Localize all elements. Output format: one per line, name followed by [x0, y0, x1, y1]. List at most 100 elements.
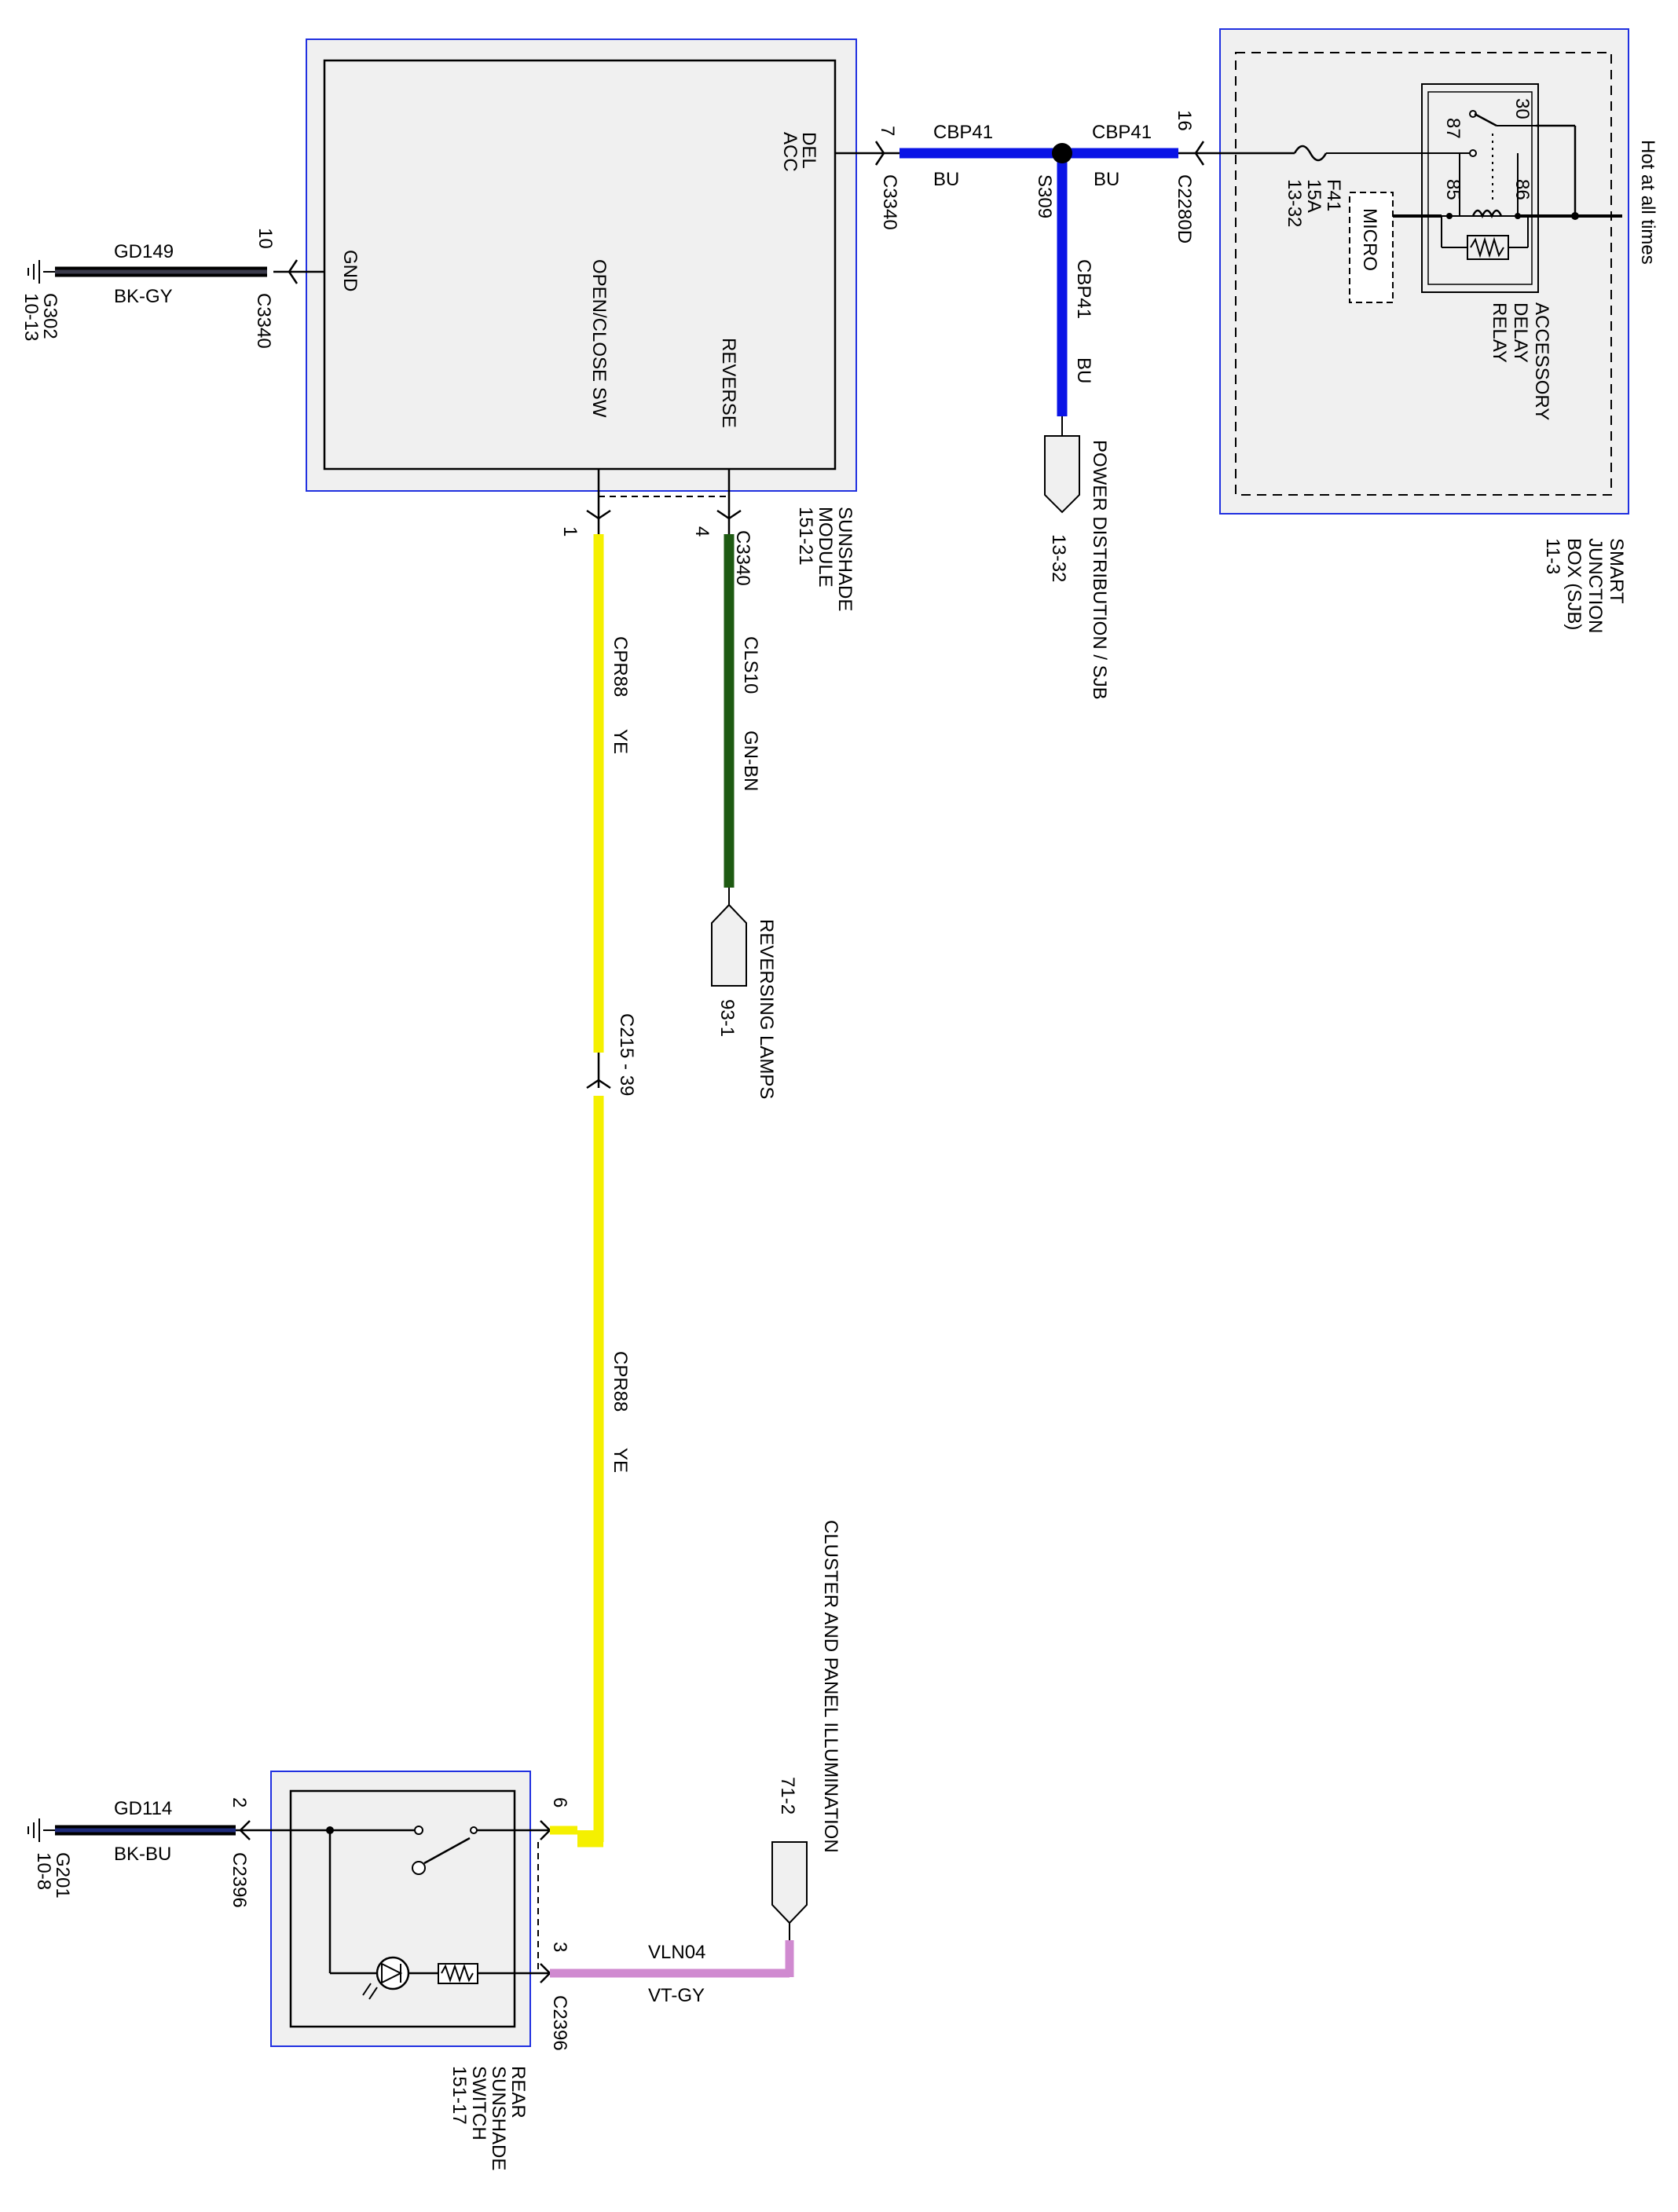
- cpr88-upper-color: YE: [610, 729, 631, 754]
- sjb-name-4: 11-3: [1542, 538, 1563, 574]
- cluster-label: CLUSTER AND PANEL ILLUMINATION: [820, 1520, 841, 1853]
- reversing-lamps-ref: 93-1: [716, 999, 738, 1037]
- c3340-pin1-connector: [586, 509, 611, 520]
- power-dist-ref: 13-32: [1048, 534, 1069, 582]
- g201-name: G201: [52, 1852, 73, 1899]
- illumination-wire: [550, 1841, 808, 1978]
- relay-pin-86: 86: [1511, 179, 1533, 200]
- c2280d-connector: [1194, 141, 1205, 166]
- c3340-pin7-connector: [874, 141, 885, 166]
- c3340-pin4: 4: [691, 526, 713, 537]
- module-name-3: 151-21: [795, 507, 816, 566]
- relay-resistor-icon: [1470, 236, 1504, 258]
- module-open-close: OPEN/CLOSE SW: [588, 259, 610, 418]
- c2280d-label: C2280D: [1174, 174, 1195, 244]
- cbp41-right-circuit: CBP41: [1092, 122, 1152, 143]
- cbp41-down-circuit: CBP41: [1073, 259, 1094, 319]
- led-triangle: [381, 1962, 403, 1984]
- sunshade-module: [306, 38, 857, 497]
- sjb-dashed-inner: [1235, 52, 1612, 496]
- rear-switch-name-1: REAR: [507, 2066, 529, 2119]
- power-distribution-connector-icon: [1044, 435, 1080, 514]
- relay-switch-arm: [1474, 112, 1497, 127]
- power-dist-label: POWER DISTRIBUTION / SJB: [1089, 440, 1110, 700]
- fuse-label-1: F41: [1323, 179, 1344, 211]
- sw-arm: [423, 1837, 471, 1865]
- module-name-2: MODULE: [815, 507, 836, 588]
- sw-contact3: [470, 1826, 478, 1834]
- cls10-circuit: CLS10: [740, 636, 761, 694]
- hot-label: Hot at all times: [1637, 140, 1658, 265]
- cpr88-lower-circuit: CPR88: [610, 1351, 631, 1412]
- c3340-pin1: 1: [559, 526, 581, 537]
- c3340-rev: C3340: [732, 530, 753, 586]
- labels: SMART JUNCTION BOX (SJB) 11-3 ACCESSORY …: [20, 98, 1658, 2170]
- gd114-color: BK-BU: [114, 1844, 171, 1865]
- c3340-gnd: C3340: [253, 293, 274, 349]
- sunshade-module-inner: [323, 59, 837, 471]
- micro-box: [1349, 192, 1394, 303]
- module-name-1: SUNSHADE: [834, 507, 855, 611]
- relay-coil-icon: [1471, 209, 1503, 219]
- relay-inner: [1427, 91, 1533, 285]
- cpr88-lower-color: YE: [610, 1448, 631, 1473]
- relay-pin-87: 87: [1442, 118, 1464, 139]
- c2396-pin3-label: C2396: [549, 1995, 570, 2051]
- sw-contact2: [412, 1861, 426, 1875]
- module-del: DEL: [798, 132, 819, 169]
- c215-label: C215 - 39: [616, 1013, 637, 1096]
- s309-label: S309: [1034, 174, 1055, 218]
- c3340-top: C3340: [879, 174, 900, 230]
- gd149-color: BK-GY: [114, 286, 173, 307]
- sw-contact1: [414, 1826, 423, 1835]
- smart-junction-box: [1202, 28, 1629, 515]
- relay-node1: [1446, 213, 1453, 219]
- relay-name-2: DELAY: [1510, 302, 1531, 363]
- c215-connector: [586, 1079, 611, 1090]
- cluster-ref: 71-2: [777, 1777, 798, 1815]
- g302-ref: 10-13: [20, 293, 42, 341]
- rear-pin2: 2: [229, 1797, 250, 1807]
- c2396-pin2-label: C2396: [229, 1852, 250, 1908]
- rear-resistor-icon: [441, 1963, 474, 1983]
- relay-pin-30: 30: [1511, 98, 1533, 119]
- top-wires: [835, 141, 1205, 514]
- rear-pin3: 3: [549, 1942, 570, 1952]
- relay-pin-85: 85: [1442, 179, 1464, 200]
- fuse-label-3: 13-32: [1284, 179, 1305, 227]
- cluster-connector-icon: [771, 1841, 808, 1925]
- module-reverse: REVERSE: [718, 338, 739, 428]
- splice-s309: [1052, 143, 1072, 163]
- reversing-lamps-connector-icon: [711, 903, 747, 987]
- c3340-pin7: 7: [877, 126, 898, 136]
- vt-gy-color: VT-GY: [648, 1985, 705, 2006]
- rear-switch-name-3: SWITCH: [468, 2066, 489, 2141]
- fuse-icon: [1293, 145, 1328, 162]
- rear-switch-name-2: SUNSHADE: [488, 2066, 509, 2170]
- gd114-circuit: GD114: [114, 1798, 172, 1819]
- cbp41-down-color: BU: [1073, 357, 1094, 383]
- led-ray1: [368, 1987, 378, 2000]
- module-gnd: GND: [339, 250, 361, 291]
- cls10-color: GN-BN: [740, 731, 761, 791]
- c2280d-pin: 16: [1174, 110, 1195, 131]
- g302-name: G302: [39, 293, 60, 339]
- rear-switch-inner: [289, 1789, 516, 2028]
- ground-bottom: [27, 1818, 236, 1842]
- relay-name-1: ACCESSORY: [1531, 302, 1552, 420]
- rear-sunshade-switch: [236, 1771, 603, 2047]
- relay-name-3: RELAY: [1489, 302, 1510, 363]
- cpr88-upper-circuit: CPR88: [610, 636, 631, 697]
- cbp41-left-circuit: CBP41: [933, 122, 993, 143]
- gd149-circuit: GD149: [114, 241, 174, 262]
- fuse-label-2: 15A: [1303, 179, 1324, 213]
- cbp41-right-color: BU: [1094, 169, 1119, 190]
- hot-bus-node: [1571, 212, 1579, 220]
- reversing-lamps-label: REVERSING LAMPS: [756, 919, 777, 1099]
- led-ray2: [362, 1983, 372, 1996]
- sjb-name-2: JUNCTION: [1585, 538, 1606, 633]
- c3340-pin4-connector: [716, 509, 742, 520]
- vln04-circuit: VLN04: [648, 1942, 705, 1963]
- g201-ref: 10-8: [33, 1852, 54, 1890]
